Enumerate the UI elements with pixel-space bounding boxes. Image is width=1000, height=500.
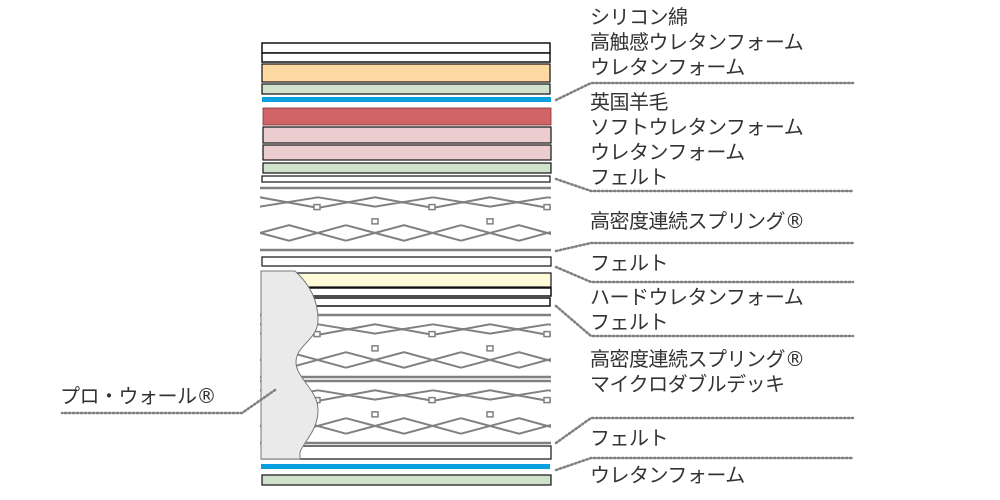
spring-connector [428,396,436,404]
pro-wall-side [260,270,319,460]
spring-connector [371,218,379,225]
spring-connector [543,203,551,211]
leader-top-comfort [554,81,855,102]
label-felt-2: フェルト [590,251,669,275]
label-felt-4: フェルト [590,426,669,450]
label-urethane-foam-2: ウレタンフォーム [590,140,745,164]
layer-urethane-green-top [261,83,551,95]
leader-lower-spring [554,416,855,445]
label-high-density-spring-2: 高密度連続スプリング® [590,347,805,371]
label-group-middle-felt: フェルト [590,251,669,276]
layer-urethane-green-2 [262,162,552,174]
spring-connector [486,411,494,418]
label-group-top-comfort: シリコン綿 高触感ウレタンフォーム ウレタンフォーム [590,5,804,80]
upper-spring-unit [260,186,551,252]
layer-stack [260,42,552,486]
spring-connector [371,345,379,352]
spring-coil-lower [260,224,551,242]
layer-high-touch-urethane [261,63,551,83]
spring-connector [371,411,379,418]
label-hard-urethane: ハードウレタンフォーム [590,285,804,309]
spring-connector [486,218,494,225]
label-british-wool: 英国羊毛 [590,90,669,114]
label-high-touch-urethane: 高触感ウレタンフォーム [590,30,804,54]
leader-middle-hard [554,304,855,338]
layer-urethane-bottom [261,474,552,486]
layer-felt-top [261,175,551,183]
leader-upper-comfort [554,177,855,193]
spring-coil-lower [260,417,551,435]
layer-blue-top [262,97,551,102]
label-group-lower-spring: 高密度連続スプリング® マイクロダブルデッキ [590,347,805,397]
spring-connector [486,345,494,352]
leader-upper-spring [554,241,855,253]
label-felt-3: フェルト [590,310,669,334]
label-urethane-foam: ウレタンフォーム [590,55,745,79]
layer-blue-bottom [261,464,550,469]
layer-felt-middle [261,256,552,267]
layer-silicon-cotton-2 [261,52,551,63]
label-group-upper-spring: 高密度連続スプリング® [590,209,805,234]
label-felt-1: フェルト [590,165,669,189]
spring-coil-upper [260,323,551,336]
label-urethane-foam-3: ウレタンフォーム [590,463,745,487]
leader-pro-wall [60,388,277,415]
label-group-bottom-felt: フェルト [590,426,669,451]
spring-coil-upper [260,196,551,209]
label-group-upper-comfort: 英国羊毛 ソフトウレタンフォーム ウレタンフォーム フェルト [590,90,804,190]
label-micro-double-deck: マイクロダブルデッキ [590,372,785,396]
leader-bottom-felt [554,456,855,472]
label-soft-urethane: ソフトウレタンフォーム [590,115,804,139]
leader-lines [60,81,855,472]
layer-urethane-pink [262,144,552,161]
spring-connector [428,203,436,211]
label-group-middle-hard: ハードウレタンフォーム フェルト [590,285,804,335]
spring-connector [313,203,321,211]
layer-silicon-cotton [261,42,551,54]
label-high-density-spring: 高密度連続スプリング® [590,209,805,233]
layer-felt-bottom [261,445,552,460]
label-pro-wall: プロ・ウォール® [60,384,217,408]
spring-coil-upper [260,389,551,402]
layer-soft-urethane [262,126,552,144]
label-group-bottom-urethane: ウレタンフォーム [590,463,745,488]
spring-connector [543,330,551,338]
spring-connector [543,396,551,404]
leader-middle-felt [554,265,855,284]
layer-british-wool [262,107,552,126]
label-silicon-cotton: シリコン綿 [590,5,688,29]
spring-connector [428,330,436,338]
